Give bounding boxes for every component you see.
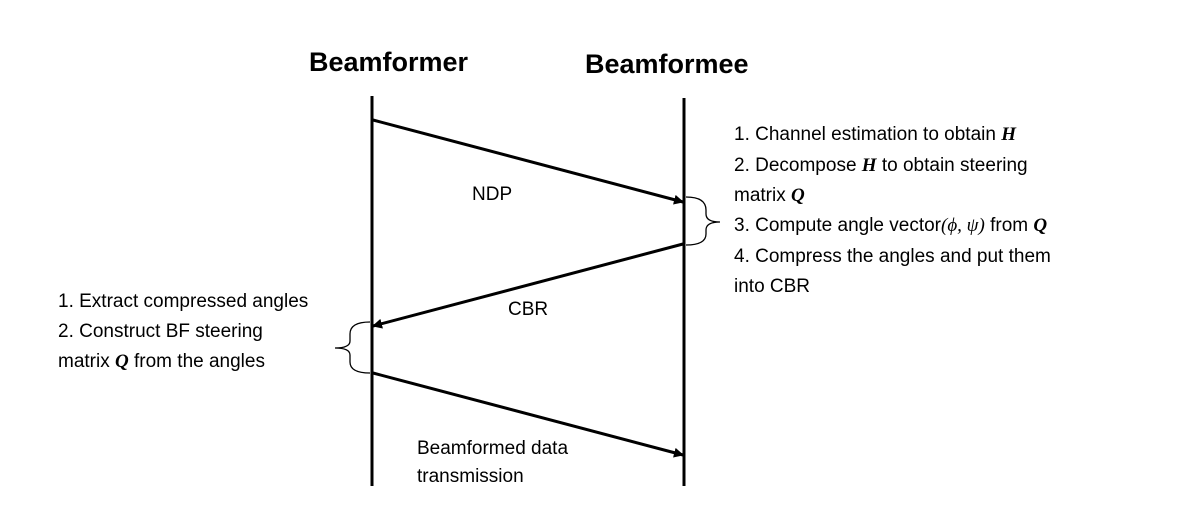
ndp-label: NDP xyxy=(472,184,513,205)
steering-matrix-q-symbol: Q xyxy=(791,185,805,206)
beamformee-header: Beamformee xyxy=(585,49,749,79)
beamformee-step-4-line-2: into CBR xyxy=(734,276,811,297)
beamformee-step-1: 1. Channel estimation to obtain H xyxy=(734,122,1016,148)
cbr-label: CBR xyxy=(508,299,549,320)
beamformee-processing-bracket xyxy=(685,196,721,246)
channel-matrix-h-symbol-2: H xyxy=(861,155,877,176)
beamformee-step-1-text: 1. Channel estimation to obtain xyxy=(734,124,1002,145)
beamformee-step-2-line-2: matrix Q xyxy=(734,183,805,209)
beamformer-step-2: 2. Construct BF steering xyxy=(58,321,263,342)
beamformed-data-label-line2: transmission xyxy=(417,466,524,487)
steering-matrix-q-symbol-2: Q xyxy=(1033,215,1048,236)
beamformee-step-2: 2. Decompose H to obtain steering xyxy=(734,153,1028,179)
ndp-arrow xyxy=(372,118,684,205)
bf-steering-matrix-q-symbol: Q xyxy=(115,351,129,372)
beamformer-step-1: 1. Extract compressed angles xyxy=(58,291,309,312)
beamformee-step-2-line-2-text: matrix xyxy=(734,185,791,206)
angle-vector-symbol: (ϕ, ψ) xyxy=(941,215,985,236)
cbr-arrow xyxy=(372,242,684,329)
beamformer-processing-bracket xyxy=(334,321,371,374)
beamformer-step-2-line-2-text-a: matrix xyxy=(58,351,115,372)
beamformee-step-3-text-a: 3. Compute angle vector xyxy=(734,215,942,236)
beamformer-step-2-line-2-text-b: from the angles xyxy=(128,351,265,372)
beamformed-data-label-line1: Beamformed data xyxy=(417,438,569,459)
beamformee-step-3: 3. Compute angle vector(ϕ, ψ) from Q xyxy=(734,213,1047,239)
channel-matrix-h-symbol: H xyxy=(1001,124,1017,145)
beamformed-data-arrow xyxy=(372,371,684,458)
beamformer-step-2-line-2: matrix Q from the angles xyxy=(58,349,265,375)
beamformee-step-4: 4. Compress the angles and put them xyxy=(734,246,1051,267)
beamformee-step-2-text-a: 2. Decompose xyxy=(734,155,862,176)
beamformer-header: Beamformer xyxy=(309,47,469,77)
beamformee-step-2-text-b: to obtain steering xyxy=(876,155,1028,176)
beamformee-step-3-text-b: from xyxy=(984,215,1034,236)
